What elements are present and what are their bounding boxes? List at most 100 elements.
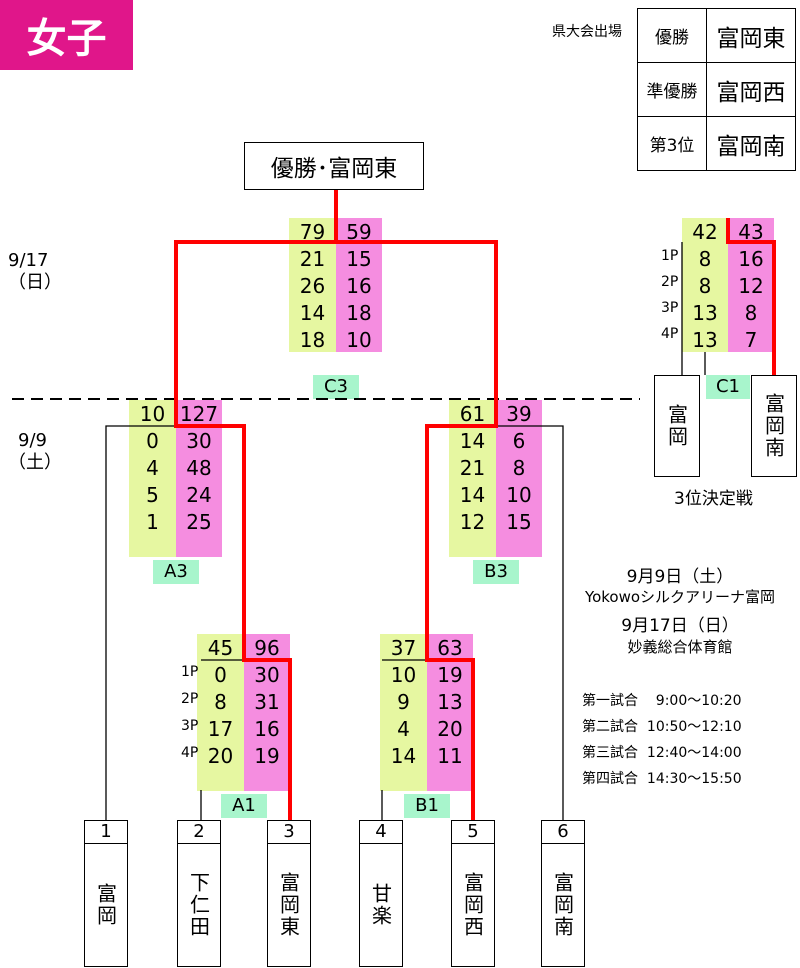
quarter-score: 6 bbox=[512, 429, 526, 453]
quarter-score: 12 bbox=[459, 510, 486, 534]
venue-place-2: 妙義総合体育館 bbox=[627, 638, 733, 656]
quarter-score: 16 bbox=[346, 274, 372, 298]
quarter-score: 16 bbox=[254, 717, 280, 741]
team-name: 下仁田 bbox=[177, 843, 221, 967]
match-time: 14:30～15:50 bbox=[646, 771, 742, 787]
game-label-a3: A3 bbox=[153, 560, 199, 584]
period-label: 1P bbox=[661, 248, 679, 264]
total-score: 10 bbox=[139, 402, 166, 426]
venue-place-1: Yokowoシルクアリーナ富岡 bbox=[584, 588, 776, 606]
total-score: 127 bbox=[179, 402, 219, 426]
quarter-score: 8 bbox=[698, 247, 712, 271]
match-time: 10:50～12:10 bbox=[646, 719, 742, 735]
result-row-2: 準優勝 富岡西 bbox=[637, 62, 796, 117]
day-text: （土） bbox=[8, 452, 62, 473]
qualifier-label: 県大会出場 bbox=[552, 24, 622, 40]
game-label-b1: B1 bbox=[404, 794, 450, 818]
match-name: 第二試合 bbox=[582, 719, 638, 735]
quarter-score: 14 bbox=[390, 744, 417, 768]
quarter-score: 20 bbox=[437, 717, 463, 741]
team-cell: 富岡西 bbox=[706, 62, 796, 117]
total-score: 63 bbox=[437, 636, 463, 660]
team-number: 1 bbox=[84, 820, 128, 844]
venue-date-1: 9月9日（土） bbox=[626, 567, 734, 587]
quarter-score: 13 bbox=[692, 328, 718, 352]
score-col-left: 42 8 8 13 13 bbox=[682, 218, 728, 352]
quarter-score: 30 bbox=[186, 429, 212, 453]
schedule-row: 第一試合 9:00～10:20 bbox=[582, 690, 742, 710]
quarter-score: 19 bbox=[437, 663, 463, 687]
quarter-score: 1 bbox=[146, 510, 159, 534]
period-label: 4P bbox=[661, 326, 679, 342]
quarter-score: 18 bbox=[346, 301, 372, 325]
team-number: 4 bbox=[359, 820, 403, 844]
third-place-team-right: 富岡南 bbox=[751, 375, 797, 477]
game-label-c3: C3 bbox=[313, 375, 359, 399]
quarter-score: 16 bbox=[738, 247, 764, 271]
quarter-score: 48 bbox=[186, 456, 212, 480]
period-label: 3P bbox=[181, 718, 199, 734]
quarter-score: 12 bbox=[738, 274, 764, 298]
quarter-score: 31 bbox=[254, 690, 280, 714]
game-label-c1: C1 bbox=[706, 375, 750, 399]
team-name: 富岡 bbox=[84, 843, 128, 967]
quarter-score: 26 bbox=[299, 274, 326, 298]
rank-cell: 優勝 bbox=[637, 8, 707, 63]
result-row-3: 第3位 富岡南 bbox=[637, 116, 796, 171]
team-name: 富岡西 bbox=[451, 843, 495, 967]
quarter-score: 10 bbox=[506, 483, 532, 507]
schedule-row: 第四試合 14:30～15:50 bbox=[582, 768, 742, 788]
period-label: 3P bbox=[661, 300, 679, 316]
game-label-a1: A1 bbox=[221, 794, 267, 818]
quarter-score: 11 bbox=[437, 744, 463, 768]
quarter-score: 10 bbox=[346, 328, 372, 352]
quarter-score: 15 bbox=[506, 510, 532, 534]
total-score: 96 bbox=[254, 636, 280, 660]
champion-box: 優勝･富岡東 bbox=[244, 142, 424, 190]
quarter-score: 9 bbox=[397, 690, 410, 714]
total-score: 42 bbox=[692, 220, 718, 244]
team-number: 2 bbox=[177, 820, 221, 844]
quarter-score: 5 bbox=[146, 483, 159, 507]
quarter-score: 21 bbox=[299, 247, 326, 271]
match-name: 第一試合 bbox=[582, 693, 638, 709]
team-number: 3 bbox=[267, 820, 311, 844]
winner-path bbox=[174, 190, 776, 820]
quarter-score: 8 bbox=[214, 690, 227, 714]
team-number: 6 bbox=[541, 820, 585, 844]
total-score: 45 bbox=[207, 636, 234, 660]
total-score: 37 bbox=[390, 636, 417, 660]
day-text: （日） bbox=[8, 272, 62, 293]
quarter-score: 21 bbox=[459, 456, 486, 480]
quarter-score: 19 bbox=[254, 744, 280, 768]
date-text: 9/9 bbox=[18, 430, 47, 451]
team-name: 富岡東 bbox=[267, 843, 311, 967]
quarter-score: 15 bbox=[346, 247, 372, 271]
total-score: 61 bbox=[459, 402, 486, 426]
date-text: 9/17 bbox=[8, 250, 49, 271]
score-col-left: 37 10 9 4 14 bbox=[380, 634, 427, 791]
team-number: 5 bbox=[451, 820, 495, 844]
quarter-score: 20 bbox=[207, 744, 234, 768]
schedule-row: 第二試合 10:50～12:10 bbox=[582, 716, 742, 736]
date-label-99: 9/9 （土） bbox=[8, 430, 62, 474]
team-cell: 富岡東 bbox=[706, 8, 796, 63]
results-table: 優勝 富岡東 準優勝 富岡西 第3位 富岡南 bbox=[637, 8, 796, 171]
match-time: 9:00～10:20 bbox=[646, 693, 742, 709]
quarter-score: 14 bbox=[459, 429, 486, 453]
title-badge: 女子 bbox=[0, 0, 133, 70]
quarter-score: 0 bbox=[146, 429, 159, 453]
team-cell: 富岡南 bbox=[706, 116, 796, 171]
third-place-caption: 3位決定戦 bbox=[674, 489, 753, 509]
total-score: 39 bbox=[506, 402, 532, 426]
quarter-score: 18 bbox=[299, 328, 326, 352]
quarter-score: 13 bbox=[692, 301, 718, 325]
quarter-score: 8 bbox=[698, 274, 712, 298]
match-time: 12:40～14:00 bbox=[646, 745, 742, 761]
date-label-917: 9/17 （日） bbox=[8, 250, 62, 294]
quarter-score: 14 bbox=[459, 483, 486, 507]
result-row-1: 優勝 富岡東 bbox=[637, 8, 796, 63]
quarter-score: 14 bbox=[299, 301, 326, 325]
team-name: 甘楽 bbox=[359, 843, 403, 967]
quarter-score: 4 bbox=[397, 717, 410, 741]
